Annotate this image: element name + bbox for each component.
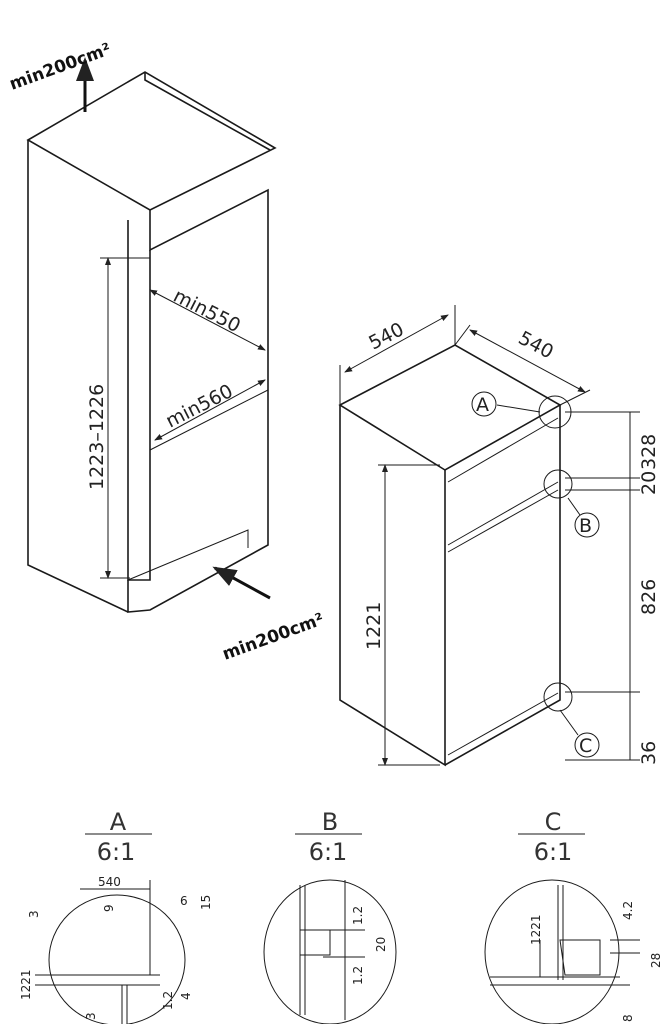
callout-c: C xyxy=(579,735,592,757)
detail-a-scale: 6:1 xyxy=(97,838,136,866)
appliance-height-label: 1221 xyxy=(363,602,385,650)
min-depth-label: min550 xyxy=(170,285,244,337)
detail-a-dim-15: 15 xyxy=(199,895,213,910)
detail-a-dim-1221: 1221 xyxy=(19,969,33,1000)
detail-c: C 6:1 4.2 1221 28 8 xyxy=(484,808,660,1024)
callout-b: B xyxy=(579,515,592,537)
detail-b-dim-1-2b: 1.2 xyxy=(351,966,365,985)
detail-c-scale: 6:1 xyxy=(534,838,573,866)
detail-a-dim-4: 4 xyxy=(179,992,193,1000)
detail-b: B 6:1 1.2 20 1.2 xyxy=(263,808,397,1024)
detail-a-dim-6: 6 xyxy=(180,894,188,908)
detail-b-title: B xyxy=(322,808,338,836)
detail-c-dim-8: 8 xyxy=(621,1014,635,1022)
detail-c-dim-1221: 1221 xyxy=(529,914,543,945)
detail-c-dim-4-2: 4.2 xyxy=(621,901,635,920)
niche-height-label: 1223–1226 xyxy=(86,384,108,490)
detail-b-dim-20: 20 xyxy=(374,937,388,952)
appliance-drawing xyxy=(338,305,640,767)
dim-328: 328 xyxy=(638,434,660,470)
detail-a-dim-9: 9 xyxy=(102,904,116,912)
dim-826: 826 xyxy=(638,579,660,615)
detail-c-title: C xyxy=(545,808,562,836)
detail-a: A 6:1 540 6 15 9 3 3 1221 1.2 4 xyxy=(19,808,213,1024)
detail-a-dim-1-2: 1.2 xyxy=(161,991,175,1010)
detail-a-dim-3b: 3 xyxy=(84,1012,98,1020)
detail-a-dim-540: 540 xyxy=(98,875,121,889)
detail-a-title: A xyxy=(110,808,127,836)
dim-36: 36 xyxy=(638,741,660,765)
detail-b-scale: 6:1 xyxy=(309,838,348,866)
detail-b-dim-1-2a: 1.2 xyxy=(351,906,365,925)
dim-20: 20 xyxy=(638,471,660,495)
cabinet-drawing xyxy=(26,57,277,613)
detail-a-dim-3a: 3 xyxy=(27,910,41,918)
ventilation-top-label: min200cm² xyxy=(7,40,114,95)
ventilation-bottom-label: min200cm² xyxy=(220,610,327,665)
callout-a: A xyxy=(476,394,489,416)
detail-c-dim-28: 28 xyxy=(649,953,660,968)
